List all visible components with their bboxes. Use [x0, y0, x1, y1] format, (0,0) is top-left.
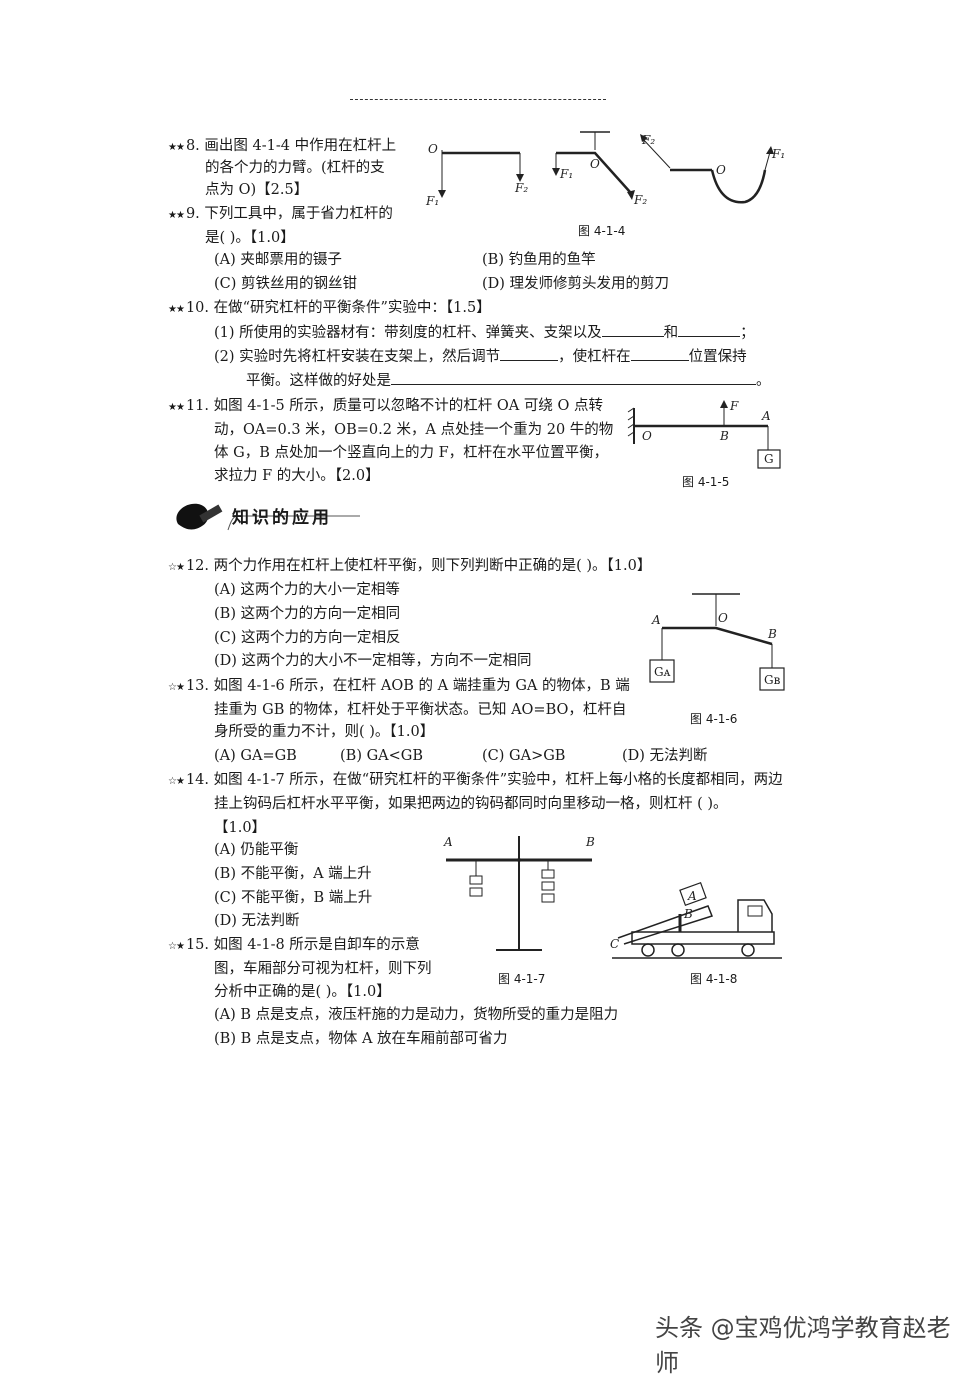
q12-option-d: (D) 这两个力的大小不一定相等，方向不一定相同	[214, 653, 532, 669]
q9-line2: 是( )。【1.0】	[205, 230, 295, 246]
q15-option-a: (A) B 点是支点，液压杆施的力是动力，货物所受的重力是阻力	[214, 1007, 619, 1023]
q9-option-a: (A) 夹邮票用的镊子	[214, 252, 342, 268]
svg-text:F₂: F₂	[514, 181, 528, 195]
q8-line2: 的各个力的力臂。(杠杆的支	[205, 160, 385, 176]
q12-option-b: (B) 这两个力的方向一定相同	[214, 606, 401, 622]
q8-line1: ★★8. 画出图 4-1-4 中作用在杠杆上	[168, 138, 397, 154]
top-dashed-rule	[350, 99, 606, 100]
figure-4-1-5-caption: 图 4-1-5	[682, 475, 730, 489]
figure-4-1-4-caption: 图 4-1-4	[578, 224, 626, 238]
q15-line1: ☆★15. 如图 4-1-8 所示是自卸车的示意	[168, 937, 420, 953]
section-header-graphic	[176, 503, 360, 531]
svg-text:O: O	[716, 163, 726, 177]
svg-text:A: A	[761, 409, 771, 423]
q14-option-a: (A) 仍能平衡	[214, 842, 299, 858]
svg-text:F₁: F₁	[559, 167, 573, 181]
q13-line1: ☆★13. 如图 4-1-6 所示，在杠杆 AOB 的 A 端挂重为 GA 的物…	[168, 678, 630, 694]
q10-part1: (1) 所使用的实验器材有：带刻度的杠杆、弹簧夹、支架以及和；	[214, 322, 755, 343]
q9-option-c: (C) 剪铁丝用的钢丝钳	[214, 276, 358, 292]
q13-option-c: (C) GA>GB	[482, 748, 566, 764]
figure-4-1-7-caption: 图 4-1-7	[498, 972, 546, 986]
svg-text:O: O	[642, 429, 652, 443]
q13-option-a: (A) GA=GB	[214, 748, 297, 764]
svg-text:A: A	[443, 835, 453, 849]
q12-option-a: (A) 这两个力的大小一定相等	[214, 582, 400, 598]
q10-line1: ★★10. 在做“研究杠杆的平衡条件”实验中：【1.5】	[168, 300, 491, 316]
q15-line3: 分析中正确的是( )。【1.0】	[214, 984, 391, 1000]
svg-text:F₁: F₁	[425, 194, 439, 208]
svg-text:A: A	[687, 889, 697, 903]
svg-text:F₂: F₂	[633, 193, 647, 207]
q8-line3: 点为 O)【2.5】	[205, 182, 309, 198]
q12-option-c: (C) 这两个力的方向一定相反	[214, 630, 401, 646]
figure-4-1-8: C B A	[610, 881, 782, 959]
figure-4-1-6: A O B Gᴀ Gʙ	[649, 593, 785, 691]
q15-line2: 图，车厢部分可视为杠杆，则下列	[214, 961, 432, 977]
svg-text:C: C	[610, 937, 619, 951]
svg-text:O: O	[718, 611, 728, 625]
svg-text:B: B	[719, 429, 729, 443]
svg-text:O: O	[590, 157, 600, 171]
q14-option-b: (B) 不能平衡，A 端上升	[214, 866, 372, 882]
q14-line3: 【1.0】	[214, 820, 267, 836]
svg-text:Gᴀ: Gᴀ	[654, 665, 671, 679]
q12-line1: ☆★12. 两个力作用在杠杆上使杠杆平衡，则下列判断中正确的是( )。【1.0】	[168, 558, 652, 574]
q11-line2: 动，OA=0.3 米，OB=0.2 米，A 点处挂一个重为 20 牛的物	[214, 422, 614, 438]
q11-line4: 求拉力 F 的大小。【2.0】	[214, 468, 380, 484]
svg-text:B: B	[585, 835, 595, 849]
q13-line3: 身所受的重力不计，则( )。【1.0】	[214, 724, 435, 740]
q14-line2: 挂上钩码后杠杆水平平衡，如果把两边的钩码都同时向里移动一格，则杠杆 ( )。	[214, 796, 728, 812]
svg-text:A: A	[651, 613, 661, 627]
q10-part3: 平衡。这样做的好处是。	[246, 370, 771, 391]
figure-4-1-6-caption: 图 4-1-6	[690, 712, 738, 726]
q13-option-d: (D) 无法判断	[622, 748, 708, 764]
q14-option-d: (D) 无法判断	[214, 913, 300, 929]
svg-text:F: F	[729, 399, 739, 413]
q9-option-d: (D) 理发师修剪头发用的剪刀	[482, 276, 670, 292]
pen-icon	[199, 504, 223, 523]
q15-option-b: (B) B 点是支点，物体 A 放在车厢前部可省力	[214, 1031, 508, 1047]
svg-text:F₁: F₁	[771, 147, 785, 161]
q10-part2: (2) 实验时先将杠杆安装在支架上，然后调节，使杠杆在位置保持	[214, 346, 747, 367]
q13-option-b: (B) GA<GB	[340, 748, 424, 764]
q9-option-b: (B) 钓鱼用的鱼竿	[482, 252, 596, 268]
svg-text:B: B	[767, 627, 777, 641]
q14-line1: ☆★14. 如图 4-1-7 所示，在做“研究杠杆的平衡条件”实验中，杠杆上每小…	[168, 772, 783, 788]
figure-4-1-7: A B	[443, 835, 595, 951]
lightbulb-icon	[176, 503, 209, 530]
svg-text:O: O	[428, 142, 438, 156]
svg-text:F₂: F₂	[641, 133, 655, 147]
q9-line1: ★★9. 下列工具中，属于省力杠杆的	[168, 206, 393, 222]
figure-4-1-5: O F B A G	[627, 399, 781, 469]
svg-text:Gʙ: Gʙ	[764, 673, 781, 687]
figure-4-1-4: O F₁ F₂ O F₁ F₂ F₂ O F₁	[425, 131, 785, 208]
svg-text:G: G	[764, 452, 774, 466]
figure-4-1-8-caption: 图 4-1-8	[690, 972, 738, 986]
watermark: 头条 @宝鸡优鸿学教育赵老师	[655, 1314, 951, 1377]
svg-text:B: B	[683, 907, 693, 921]
q11-line1: ★★11. 如图 4-1-5 所示，质量可以忽略不计的杠杆 OA 可绕 O 点转	[168, 398, 603, 414]
q11-line3: 体 G，B 点处加一个竖直向上的力 F，杠杆在水平位置平衡，	[214, 445, 609, 461]
q14-option-c: (C) 不能平衡，B 端上升	[214, 890, 373, 906]
q13-line2: 挂重为 GB 的物体，杠杆处于平衡状态。已知 AO=BO，杠杆自	[214, 702, 627, 718]
section-title: 知识的应用	[232, 508, 332, 528]
